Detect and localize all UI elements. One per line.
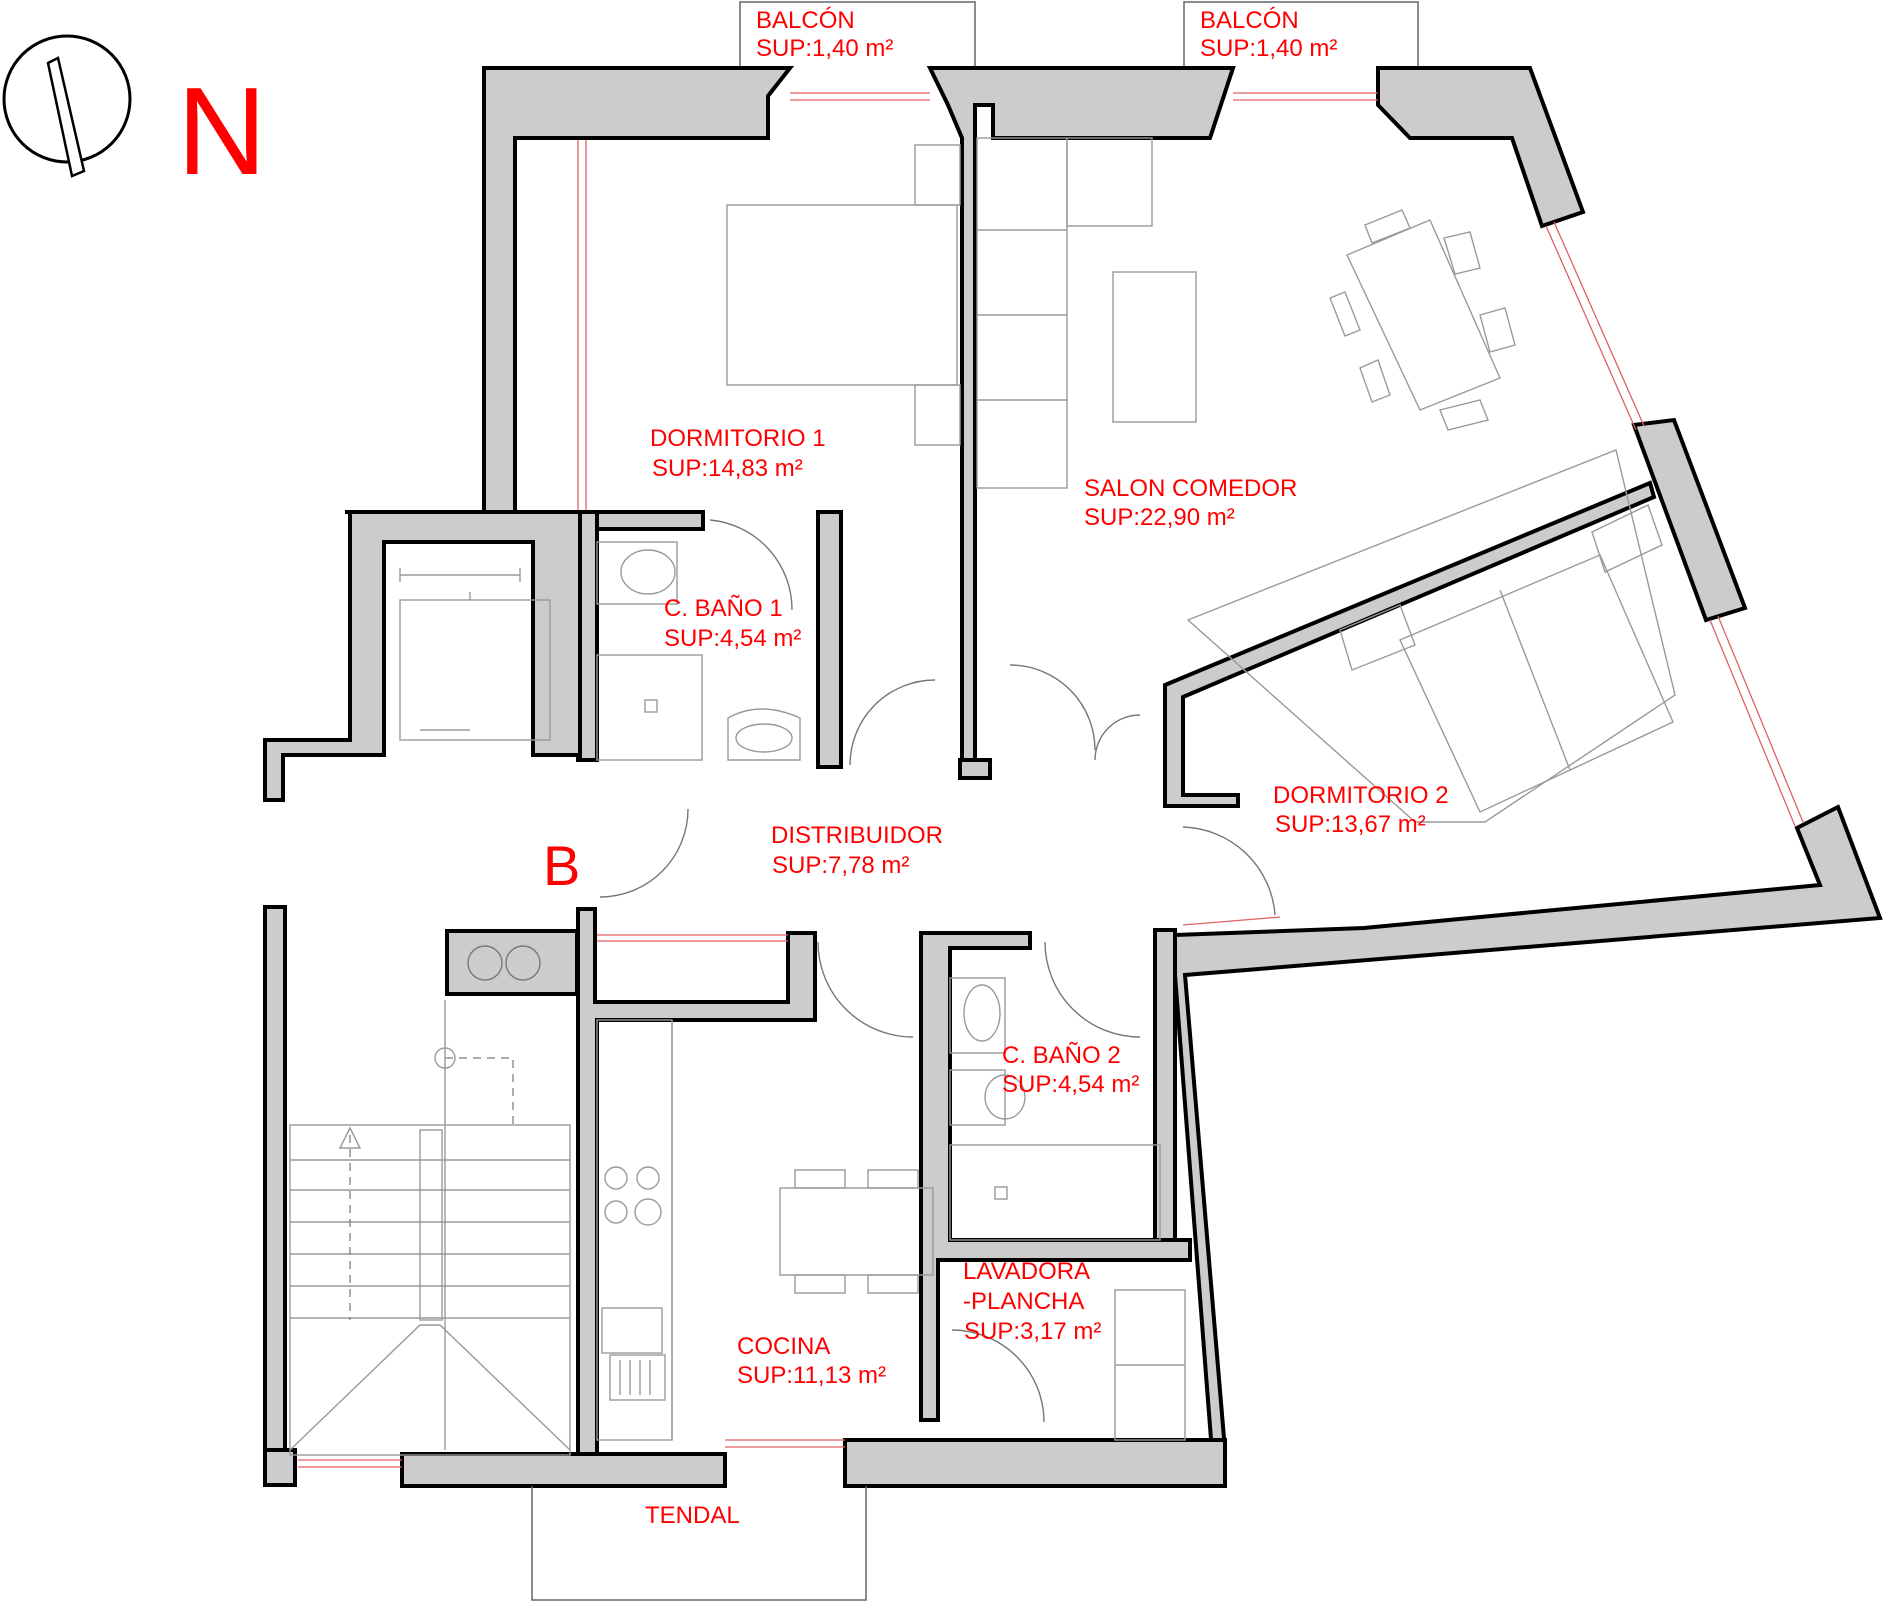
balcon2-area: SUP:1,40 m² (1200, 35, 1337, 62)
balcony-outlines (739, 1, 1419, 68)
room-labels: BALCÓN SUP:1,40 m² BALCÓN SUP:1,40 m² DO… (543, 7, 1449, 1529)
bano1-name: C. BAÑO 1 (664, 595, 783, 622)
dorm2-name: DORMITORIO 2 (1273, 782, 1449, 809)
furniture (289, 137, 1676, 1601)
lavadora-name: LAVADORA (963, 1258, 1090, 1285)
distrib-area: SUP:7,78 m² (772, 852, 909, 879)
windows (298, 92, 1804, 1468)
dorm1-area: SUP:14,83 m² (652, 455, 803, 482)
dorm2-area: SUP:13,67 m² (1275, 811, 1426, 838)
stair-marker: B (543, 834, 580, 897)
north-label: N (177, 63, 267, 201)
doors (599, 519, 1276, 1423)
tendal-name: TENDAL (645, 1502, 740, 1529)
bano2-area: SUP:4,54 m² (1002, 1071, 1139, 1098)
balcon1-area: SUP:1,40 m² (756, 35, 893, 62)
salon-name: SALON COMEDOR (1084, 475, 1297, 502)
lavadora-name2: -PLANCHA (963, 1288, 1084, 1315)
bano2-name: C. BAÑO 2 (1002, 1042, 1121, 1069)
dorm1-name: DORMITORIO 1 (650, 425, 826, 452)
cocina-area: SUP:11,13 m² (737, 1362, 886, 1389)
north-arrow (2, 34, 132, 178)
balcon1-name: BALCÓN (756, 7, 855, 34)
distrib-name: DISTRIBUIDOR (771, 822, 943, 849)
bano1-area: SUP:4,54 m² (664, 625, 801, 652)
cocina-name: COCINA (737, 1333, 830, 1360)
balcon2-name: BALCÓN (1200, 7, 1299, 34)
salon-area: SUP:22,90 m² (1084, 504, 1235, 531)
walls (263, 66, 1883, 1488)
lavadora-area: SUP:3,17 m² (964, 1318, 1101, 1345)
